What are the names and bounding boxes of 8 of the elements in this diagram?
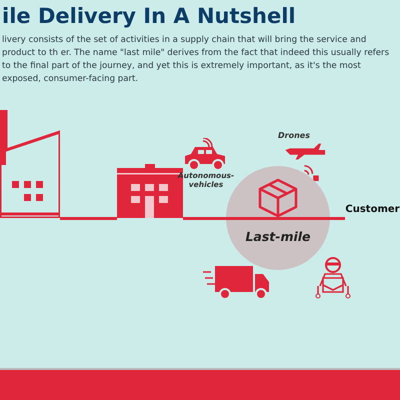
connector-line — [60, 217, 117, 220]
node-label: Customer — [345, 204, 400, 216]
connector-line — [183, 217, 226, 220]
node-label: Last-mile — [245, 229, 311, 244]
node-label: Drones — [278, 131, 310, 140]
connector-line — [330, 217, 345, 220]
title: ile Delivery In A Nutshell — [2, 4, 296, 28]
description-text: livery consists of the set of activities in a supply chain that will bring the service and product to th er. The name "last mile" derives from the fact that indeed this usually refers to the final part of the journey, and yet this is extremely important, as it's the most exposed, consumer-facing part. — [2, 34, 390, 86]
